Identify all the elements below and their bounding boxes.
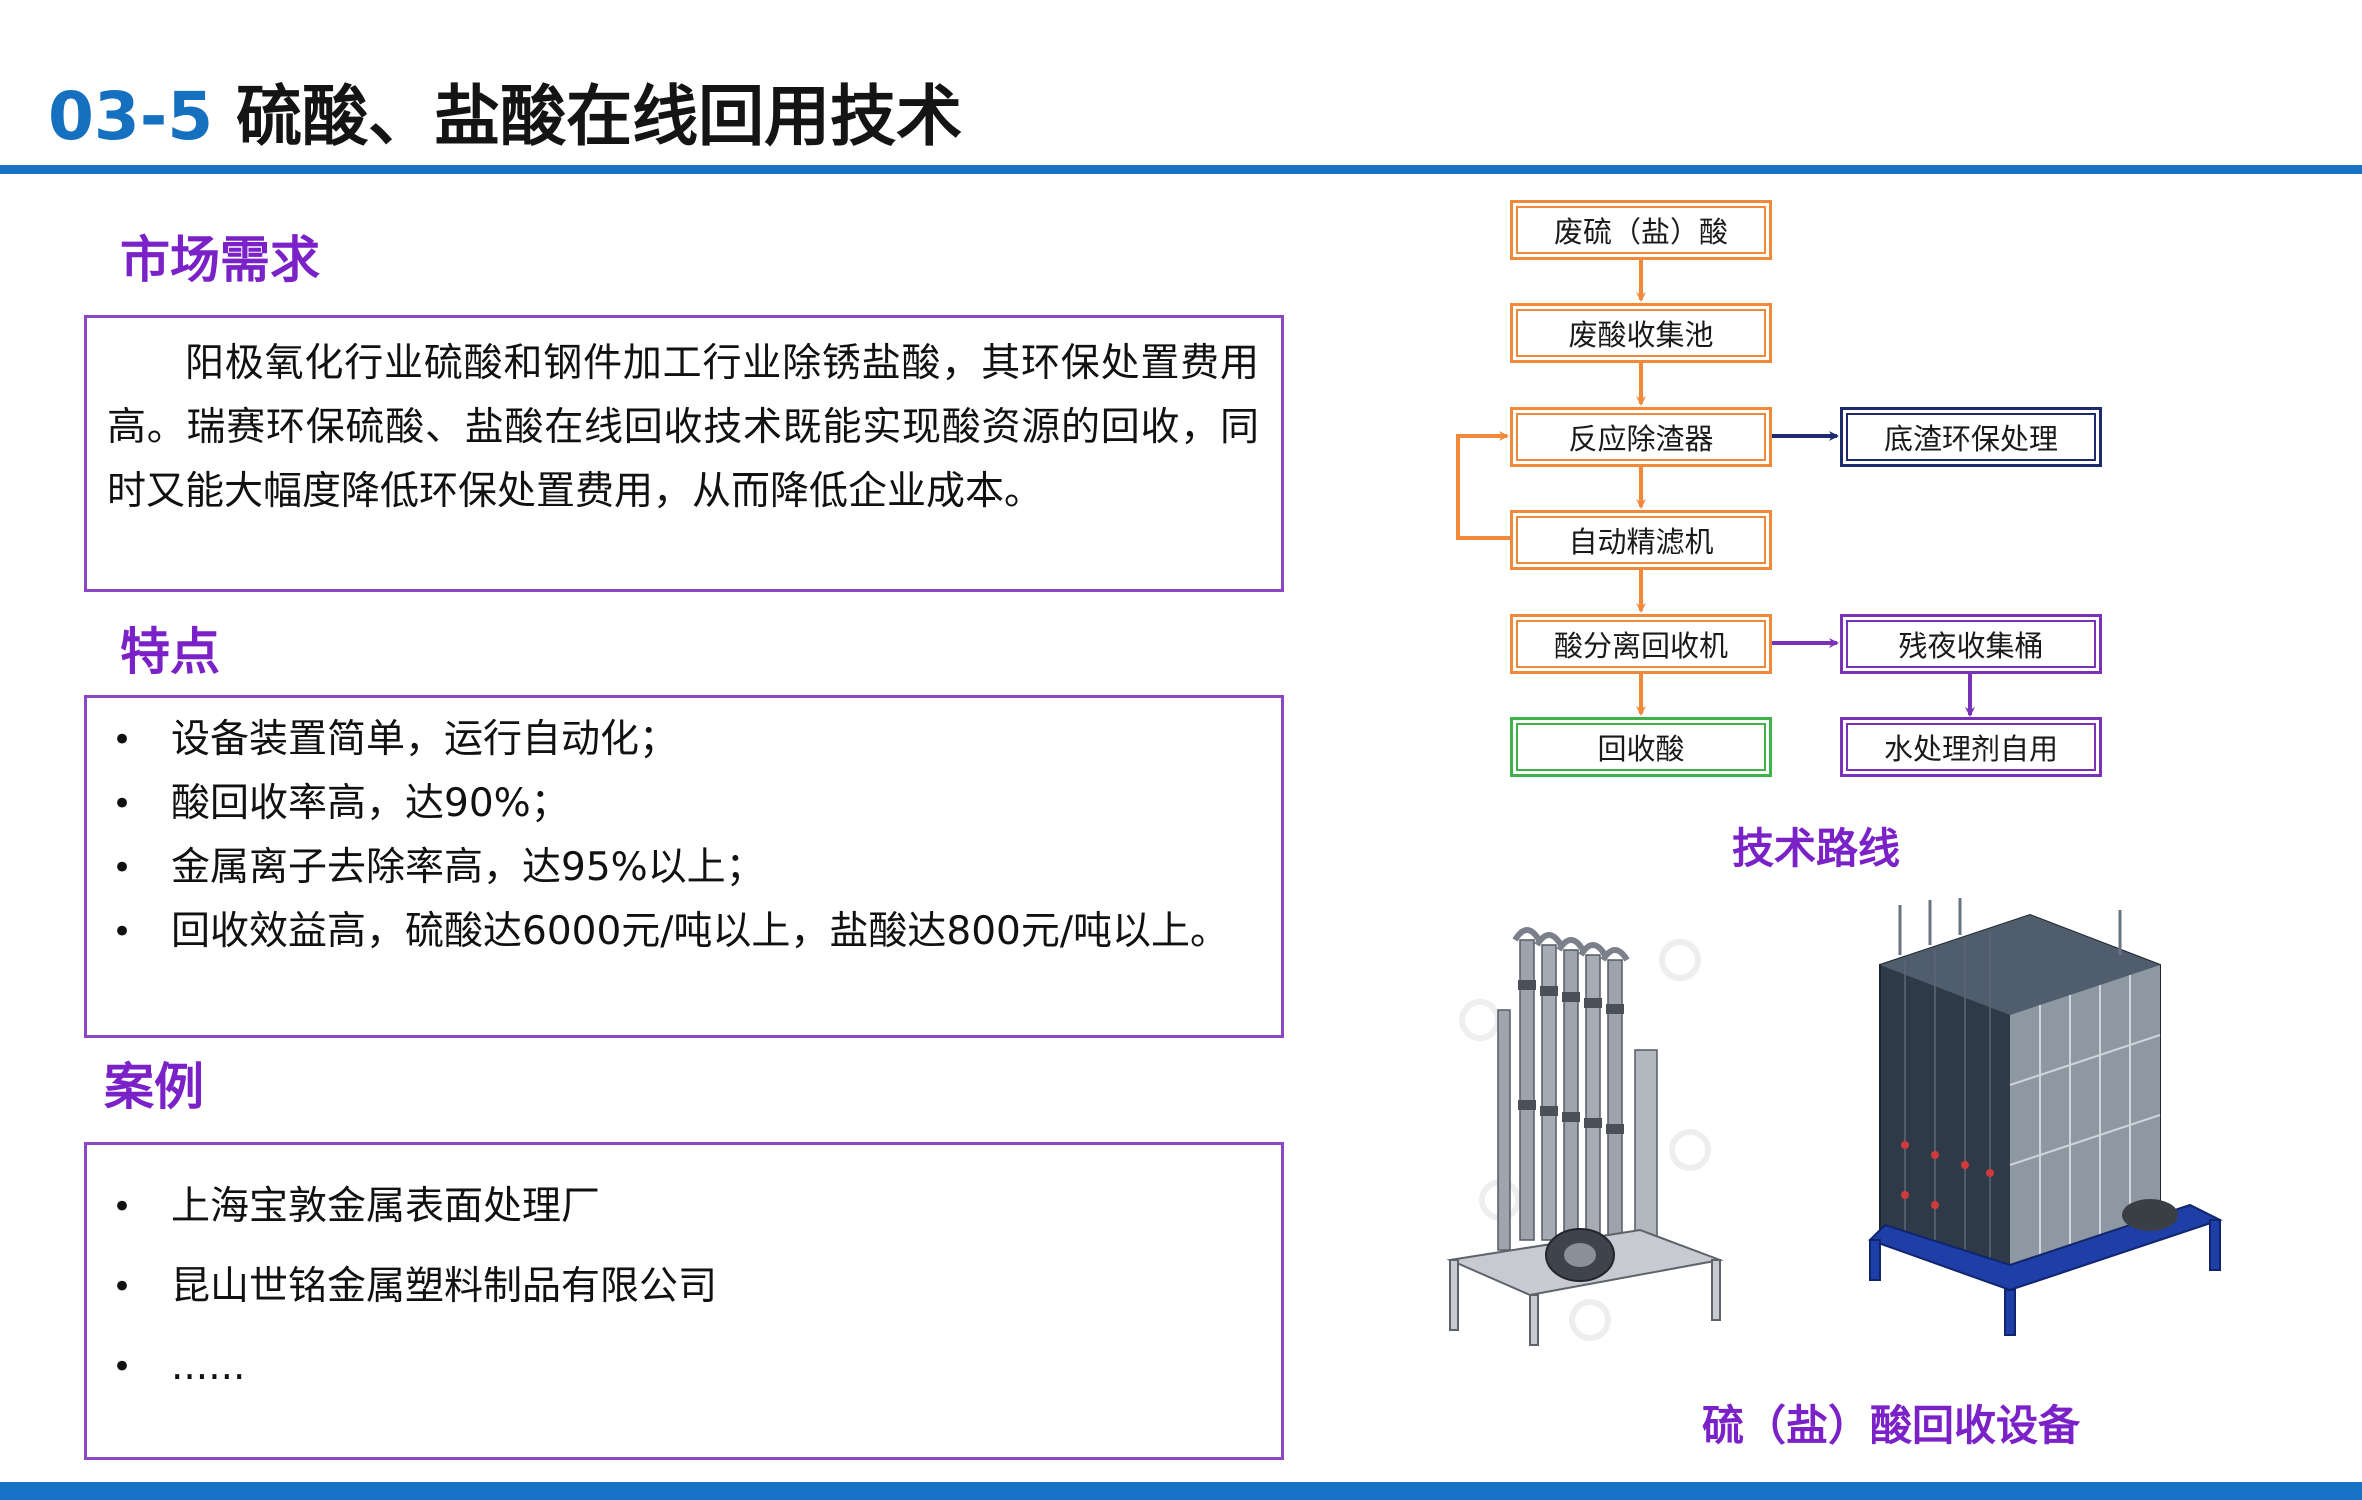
bullet-icon: • bbox=[111, 912, 133, 952]
section-number: 03-5 bbox=[48, 78, 214, 155]
flow-node-slag-reactor: 反应除渣器 bbox=[1510, 407, 1772, 467]
cases-list: •上海宝敦金属表面处理厂 •昆山世铭金属塑料制品有限公司 •...... bbox=[87, 1175, 1261, 1399]
list-item: •昆山世铭金属塑料制品有限公司 bbox=[87, 1255, 1261, 1319]
bullet-icon: • bbox=[111, 1347, 133, 1387]
bullet-icon: • bbox=[111, 1267, 133, 1307]
bullet-icon: • bbox=[111, 848, 133, 888]
features-box: •设备装置简单，运行自动化； •酸回收率高，达90%； •金属离子去除率高，达9… bbox=[84, 695, 1284, 1038]
flow-node-residue-bucket: 残夜收集桶 bbox=[1840, 614, 2102, 674]
cases-heading: 案例 bbox=[104, 1058, 204, 1116]
flow-node-collection-pool: 废酸收集池 bbox=[1510, 303, 1772, 363]
list-item: •金属离子去除率高，达95%以上； bbox=[87, 836, 1261, 900]
flow-node-water-agent: 水处理剂自用 bbox=[1840, 717, 2102, 777]
list-item: •设备装置简单，运行自动化； bbox=[87, 708, 1261, 772]
page-title: 03-5 硫酸、盐酸在线回用技术 bbox=[48, 72, 962, 162]
market-heading: 市场需求 bbox=[120, 231, 320, 289]
section-title: 硫酸、盐酸在线回用技术 bbox=[236, 78, 963, 155]
bullet-icon: • bbox=[111, 1187, 133, 1227]
list-item: •回收效益高，硫酸达6000元/吨以上，盐酸达800元/吨以上。 bbox=[87, 900, 1261, 964]
bullet-icon: • bbox=[111, 720, 133, 760]
flow-node-auto-filter: 自动精滤机 bbox=[1510, 510, 1772, 570]
features-list: •设备装置简单，运行自动化； •酸回收率高，达90%； •金属离子去除率高，达9… bbox=[87, 708, 1261, 964]
features-heading: 特点 bbox=[120, 623, 220, 681]
flowchart-caption: 技术路线 bbox=[1732, 824, 1901, 873]
list-item: •酸回收率高，达90%； bbox=[87, 772, 1261, 836]
acid-recovery-membrane-unit-image bbox=[1860, 895, 2230, 1365]
flow-node-waste-acid: 废硫（盐）酸 bbox=[1510, 200, 1772, 260]
list-item: •上海宝敦金属表面处理厂 bbox=[87, 1175, 1261, 1239]
footer-bar bbox=[0, 1482, 2362, 1500]
flow-node-acid-separator: 酸分离回收机 bbox=[1510, 614, 1772, 674]
market-text: 阳极氧化行业硫酸和钢件加工行业除锈盐酸，其环保处置费用高。瑞赛环保硫酸、盐酸在线… bbox=[107, 341, 1259, 514]
market-box: 阳极氧化行业硫酸和钢件加工行业除锈盐酸，其环保处置费用高。瑞赛环保硫酸、盐酸在线… bbox=[84, 315, 1284, 592]
equipment-caption: 硫（盐）酸回收设备 bbox=[1702, 1401, 2081, 1450]
cases-box: •上海宝敦金属表面处理厂 •昆山世铭金属塑料制品有限公司 •...... bbox=[84, 1142, 1284, 1460]
flow-node-slag-treatment: 底渣环保处理 bbox=[1840, 407, 2102, 467]
list-item: •...... bbox=[87, 1335, 1261, 1399]
acid-recovery-pipe-unit-image bbox=[1440, 900, 1730, 1360]
bullet-icon: • bbox=[111, 784, 133, 824]
flow-node-recovered-acid: 回收酸 bbox=[1510, 717, 1772, 777]
header-divider bbox=[0, 165, 2362, 174]
arrow-loop-4-3 bbox=[1456, 431, 1510, 540]
